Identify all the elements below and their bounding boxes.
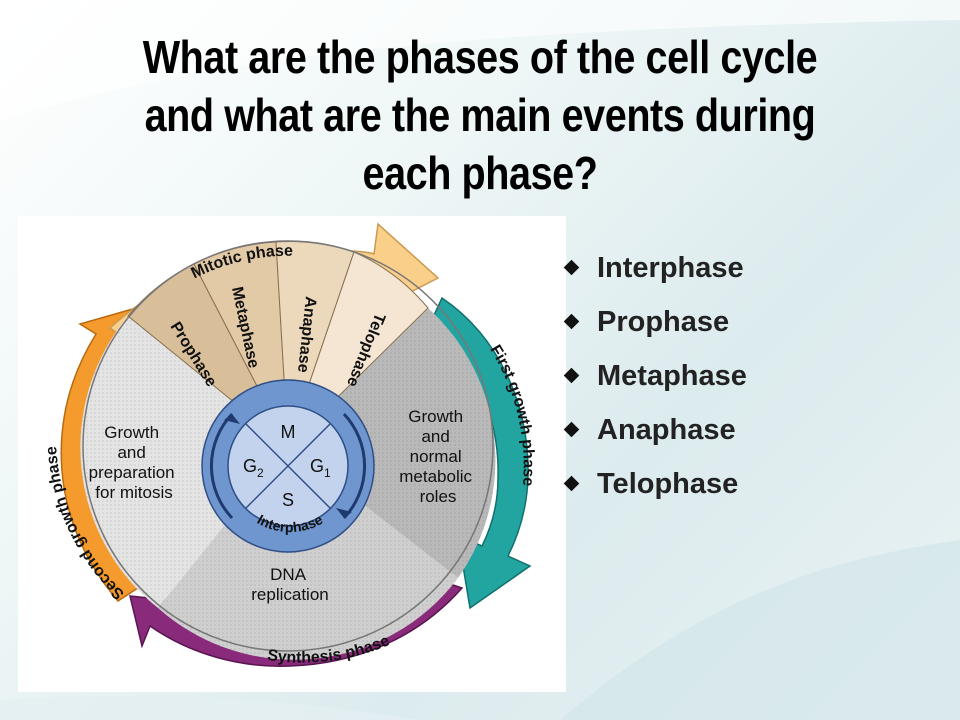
g1-description: Growth and normal metabolic roles [399, 407, 477, 506]
bullet-prophase: Prophase [563, 302, 926, 356]
title-line-1: What are the phases of the cell cycle [142, 31, 818, 83]
cell-cycle-diagram: Prophase Metaphase Anaphase Telophase Gr… [18, 216, 566, 692]
g1-label: G1 [310, 456, 331, 480]
diamond-bullet-icon [563, 475, 580, 492]
m-label: M [281, 422, 296, 442]
bullet-text: Interphase [597, 252, 744, 284]
s-description: DNA replication [251, 565, 329, 604]
bullet-text: Anaphase [597, 414, 736, 446]
g2-description: Growth and preparation for mitosis [89, 423, 180, 502]
diamond-bullet-icon [563, 313, 580, 330]
diamond-bullet-icon [563, 259, 580, 276]
bullet-metaphase: Metaphase [563, 356, 926, 410]
diamond-bullet-icon [563, 421, 580, 438]
title-line-2: and what are the main events during [144, 89, 816, 141]
bullet-anaphase: Anaphase [563, 410, 926, 464]
bullet-text: Telophase [597, 468, 739, 500]
bullet-interphase: Interphase [563, 248, 926, 302]
phase-bullet-list: Interphase Prophase Metaphase Anaphase T… [563, 248, 926, 518]
g2-label: G2 [243, 456, 264, 480]
bullet-text: Prophase [597, 306, 730, 338]
bullet-telophase: Telophase [563, 464, 926, 518]
diamond-bullet-icon [563, 367, 580, 384]
cell-cycle-svg: Prophase Metaphase Anaphase Telophase Gr… [43, 222, 537, 667]
slide-title: What are the phases of the cell cycle an… [102, 28, 859, 202]
title-line-3: each phase? [362, 147, 598, 199]
bullet-text: Metaphase [597, 360, 747, 392]
s-label: S [282, 490, 294, 510]
